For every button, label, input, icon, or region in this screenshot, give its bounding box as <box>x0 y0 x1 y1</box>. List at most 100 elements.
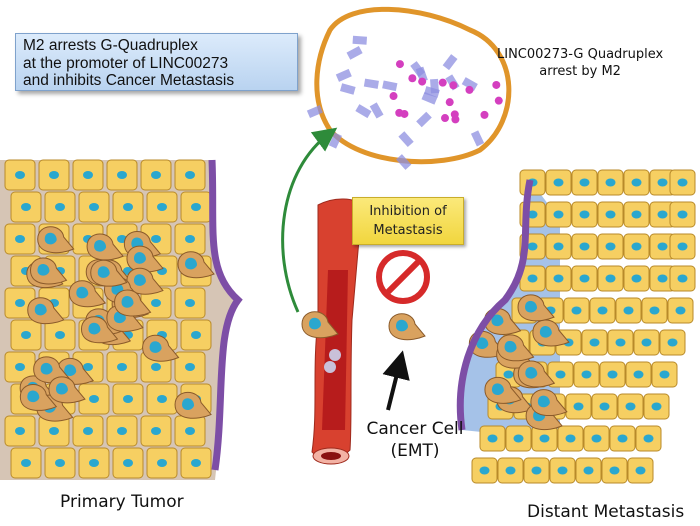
black-arrow <box>382 350 410 411</box>
inhibition-line: Inhibition of <box>369 204 447 219</box>
normal-cell <box>4 159 36 191</box>
normal-cell <box>649 265 676 292</box>
primary-tumor-tissue <box>0 159 238 480</box>
tumor-cell <box>37 226 75 254</box>
normal-cell <box>669 169 696 196</box>
normal-cell <box>174 159 206 191</box>
normal-cell <box>623 233 650 260</box>
tumor-cell <box>484 376 522 404</box>
tumor-cell <box>19 383 58 411</box>
normal-cell <box>10 319 42 351</box>
normal-cell <box>633 329 660 356</box>
normal-cell <box>4 351 36 383</box>
normal-cell <box>146 447 178 479</box>
tumor-cell <box>80 316 119 344</box>
primary-tumor-label: Primary Tumor <box>60 492 184 512</box>
normal-cell <box>10 191 42 223</box>
normal-cell <box>607 329 634 356</box>
quadruplex-label-line: arrest by M2 <box>539 64 621 79</box>
tumor-cell <box>517 360 556 388</box>
normal-cell <box>44 319 76 351</box>
normal-cell <box>72 159 104 191</box>
normal-cell <box>106 159 138 191</box>
tumor-cell <box>68 280 107 308</box>
normal-cell <box>72 415 104 447</box>
normal-cell <box>599 361 626 388</box>
normal-cell <box>106 351 138 383</box>
normal-cell <box>523 457 550 484</box>
normal-cell <box>78 447 110 479</box>
normal-cell <box>571 265 598 292</box>
normal-cell <box>571 169 598 196</box>
emt-cancer-cell <box>388 313 426 341</box>
normal-cell <box>174 351 206 383</box>
normal-cell <box>479 425 506 452</box>
normal-cell <box>597 265 624 292</box>
normal-cell <box>10 447 42 479</box>
distant-metastasis-tissue <box>460 169 696 484</box>
title-line: at the promoter of LINC00273 <box>23 54 229 72</box>
normal-cell <box>669 233 696 260</box>
normal-cell <box>112 191 144 223</box>
normal-cell <box>597 233 624 260</box>
normal-cell <box>623 265 650 292</box>
normal-cell <box>623 169 650 196</box>
tumor-cell <box>126 245 164 273</box>
normal-cell <box>180 191 212 223</box>
normal-cell <box>112 447 144 479</box>
distant-metastasis-label: Distant Metastasis <box>527 502 685 522</box>
normal-cell <box>601 457 628 484</box>
normal-cell <box>547 361 574 388</box>
title-line: and inhibits Cancer Metastasis <box>23 72 235 89</box>
normal-cell <box>597 201 624 228</box>
normal-cell <box>627 457 654 484</box>
normal-cell <box>471 457 498 484</box>
normal-cell <box>545 201 572 228</box>
normal-cell <box>545 265 572 292</box>
normal-cell <box>78 383 110 415</box>
normal-cell <box>575 457 602 484</box>
normal-cell <box>140 415 172 447</box>
cancer-cell-line: Cancer Cell <box>366 419 464 439</box>
tumor-cell <box>29 257 68 285</box>
normal-cell <box>625 361 652 388</box>
normal-cell <box>557 425 584 452</box>
quadruplex-label: LINC00273-G Quadruplex arrest by M2 <box>497 46 663 80</box>
tumor-cell <box>517 294 555 322</box>
normal-cell <box>609 425 636 452</box>
normal-cell <box>146 191 178 223</box>
normal-cell <box>44 191 76 223</box>
tumor-cell <box>27 297 65 325</box>
normal-cell <box>615 297 642 324</box>
normal-cell <box>667 297 694 324</box>
normal-cell <box>44 447 76 479</box>
tumor-cell <box>174 391 212 419</box>
quadruplex-molecule-icon <box>306 6 512 170</box>
normal-cell <box>180 447 212 479</box>
normal-cell <box>4 415 36 447</box>
cancer-cell-line: (EMT) <box>390 441 440 461</box>
normal-cell <box>597 169 624 196</box>
normal-cell <box>497 457 524 484</box>
normal-cell <box>112 383 144 415</box>
normal-cell <box>106 415 138 447</box>
normal-cell <box>38 159 70 191</box>
title-box: M2 arrests G-Quadruplex at the promoter … <box>15 33 298 91</box>
tumor-cell <box>532 319 570 347</box>
inhibition-line: Metastasis <box>373 223 443 238</box>
normal-cell <box>659 329 686 356</box>
tumor-cell <box>177 251 215 279</box>
tumor-cell <box>86 233 124 261</box>
tumor-cell <box>126 267 164 295</box>
primary-membrane <box>208 159 243 471</box>
normal-cell <box>583 425 610 452</box>
extravasating-cancer-cell <box>301 311 339 339</box>
normal-cell <box>669 201 696 228</box>
tumor-cell <box>33 356 71 384</box>
normal-cell <box>180 319 212 351</box>
no-sign-icon <box>376 250 430 304</box>
distant-membrane <box>456 179 534 431</box>
normal-cell <box>549 457 576 484</box>
